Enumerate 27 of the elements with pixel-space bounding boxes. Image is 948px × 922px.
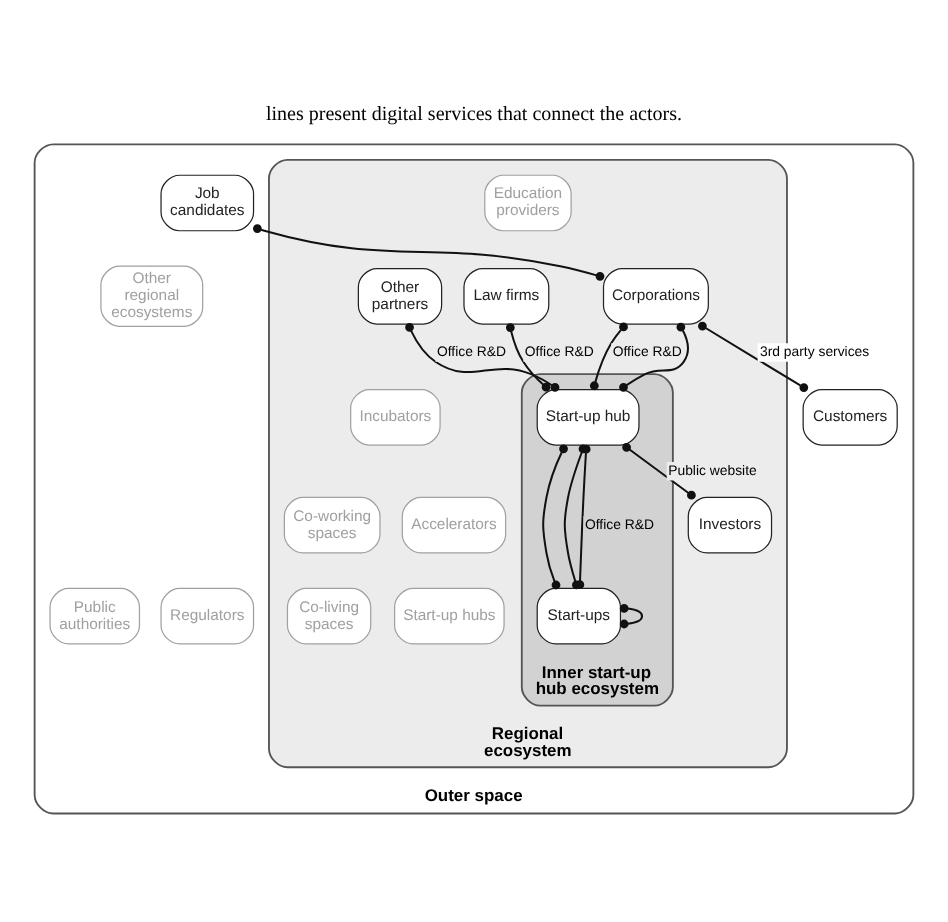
node-box: Co-living spaces [286, 586, 372, 644]
connector [619, 321, 689, 391]
node-box: Corporations [602, 266, 709, 324]
node-box: Incubators [350, 387, 441, 445]
caption: lines present digital services that connect the actors. [265, 103, 683, 126]
connector [253, 223, 605, 280]
connector [619, 602, 644, 628]
node-box: Job candidates [160, 173, 255, 231]
node-box: Customers [802, 387, 898, 445]
node-box: Accelerators [401, 495, 507, 553]
connector [589, 321, 628, 390]
node-box: Regulators [160, 586, 255, 644]
node-box: Start-up hub [536, 387, 640, 445]
connector [622, 441, 696, 499]
node-box: Law firms [463, 266, 550, 324]
node-box: Start-up hubs [394, 586, 505, 644]
node-box: Investors [687, 495, 773, 553]
node-box: Co-working spaces [283, 495, 381, 553]
node-box: Other regional ecosystems [100, 264, 204, 326]
connector [405, 321, 560, 391]
connector [505, 322, 551, 391]
connector [542, 443, 568, 589]
node-box: Other partners [357, 266, 443, 324]
node-box: Education providers [484, 173, 572, 231]
node-box: Start-ups [536, 586, 622, 644]
connector [698, 320, 809, 391]
node-box: Public authorities [49, 586, 141, 644]
